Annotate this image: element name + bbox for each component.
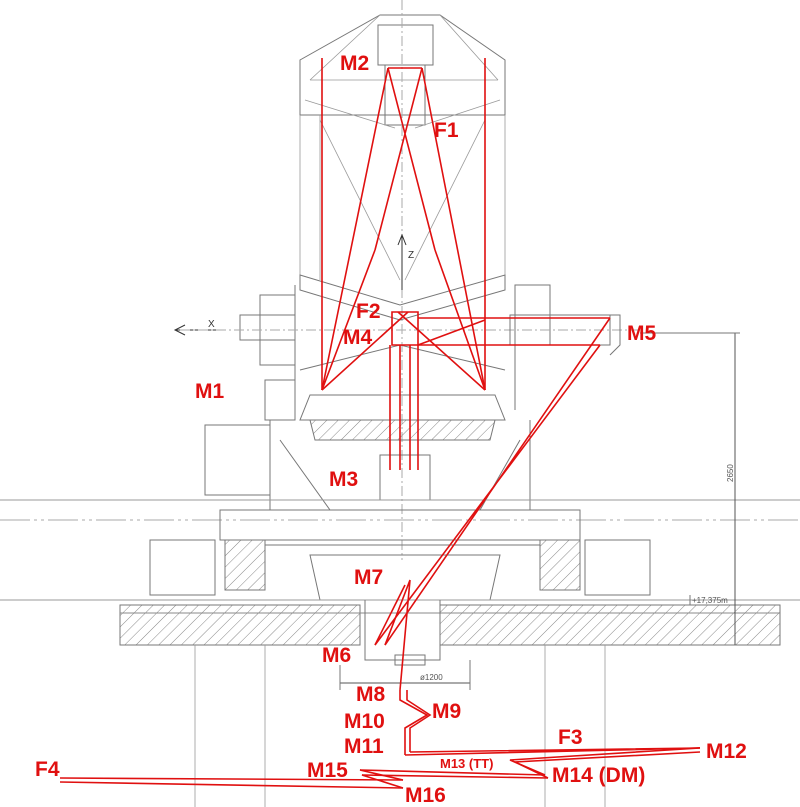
m2-to-f1-beam [374,67,436,251]
m8-to-m11-zigzag-b [406,690,432,752]
label-m15: M15 [307,759,348,782]
label-m8: M8 [356,683,385,706]
label-m3: M3 [329,468,358,491]
label-f4: F4 [35,758,60,781]
label-m14: M14 (DM) [552,764,645,787]
z-axis-label: Z [408,250,414,261]
m5-to-m6-beam [374,317,611,646]
f1-diverging-beam [321,249,486,391]
label-m13: M13 (TT) [440,756,493,771]
label-f3: F3 [558,726,583,749]
label-m5: M5 [627,322,656,345]
height-dimension: 2650 [726,464,735,482]
m4-side-ray [417,319,486,346]
label-m4: M4 [343,326,372,349]
m4-mirror-outline [391,311,419,346]
label-m1: M1 [195,380,224,403]
z-axis-arrow-icon [397,233,407,290]
m1-to-f2-beam [321,311,486,391]
label-m12: M12 [706,740,747,763]
label-f1: F1 [434,119,459,142]
floor-level-dimension: +17,375m [692,596,728,605]
optical-element-labels: M2 F1 F2 M4 M5 M1 M3 M7 M6 M8 M9 M10 M11… [35,52,747,807]
m6-to-m7-to-m8-beam [384,579,411,691]
m8-to-m11-zigzag-a [399,690,429,755]
m4-to-m3-beam [389,345,419,470]
m14-to-m15-to-m16-beam-a [359,769,546,781]
label-f2: F2 [356,300,381,323]
m1-to-m2-beam [321,67,486,391]
optical-rays [59,58,701,789]
label-m10: M10 [344,710,385,733]
label-m6: M6 [322,644,351,667]
dimension-labels: 2650 +17,375m ø1200 X Z [208,250,735,682]
diameter-dimension: ø1200 [420,673,443,682]
m6-to-m7-beam [374,584,406,646]
m16-to-f4-beam [59,777,404,789]
label-m2: M2 [340,52,369,75]
label-m16: M16 [405,784,446,807]
label-m11: M11 [344,735,384,758]
m12-to-m13-to-m14-beam-b [511,751,701,779]
m4-to-m5-beam [418,317,610,346]
label-m7: M7 [354,566,383,589]
incoming-beam [321,58,486,390]
x-axis-label: X [208,319,215,330]
m14-to-m15-to-m16-beam-b [361,774,549,789]
label-m9: M9 [432,700,461,723]
